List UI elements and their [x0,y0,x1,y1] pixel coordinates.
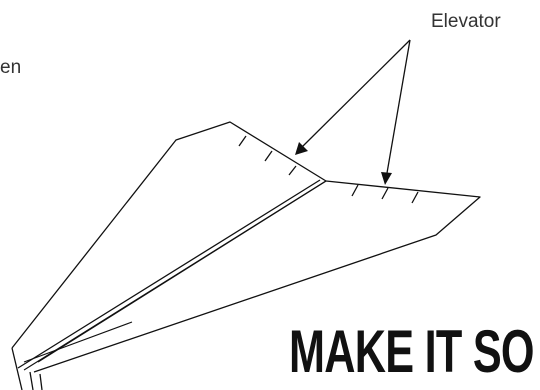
left-wing-outline [11,121,327,349]
elevator-arrowhead-1 [295,142,308,155]
right-wing-outline [33,180,481,373]
center-fold-line-1 [17,179,321,369]
elevator-arrow-line-1 [301,39,411,148]
keel-line-3 [39,373,43,390]
keel-fold-line [23,321,133,363]
cropped-label-text: en [0,57,22,78]
elevator-tick-right-2 [381,187,389,200]
elevator-tick-left-3 [288,165,297,176]
center-fold-line-3 [37,180,327,363]
elevator-arrow-line-2 [386,39,411,174]
headline-text: MAKE IT SO [289,318,535,385]
elevator-arrowhead-2 [381,172,392,185]
keel-line-2 [29,371,34,390]
elevator-label: Elevator [431,11,501,32]
elevator-tick-left-1 [238,135,247,147]
keel-line-1 [11,347,23,390]
elevator-tick-left-2 [264,150,273,162]
elevator-tick-right-1 [351,184,359,197]
elevator-tick-right-3 [411,191,419,204]
